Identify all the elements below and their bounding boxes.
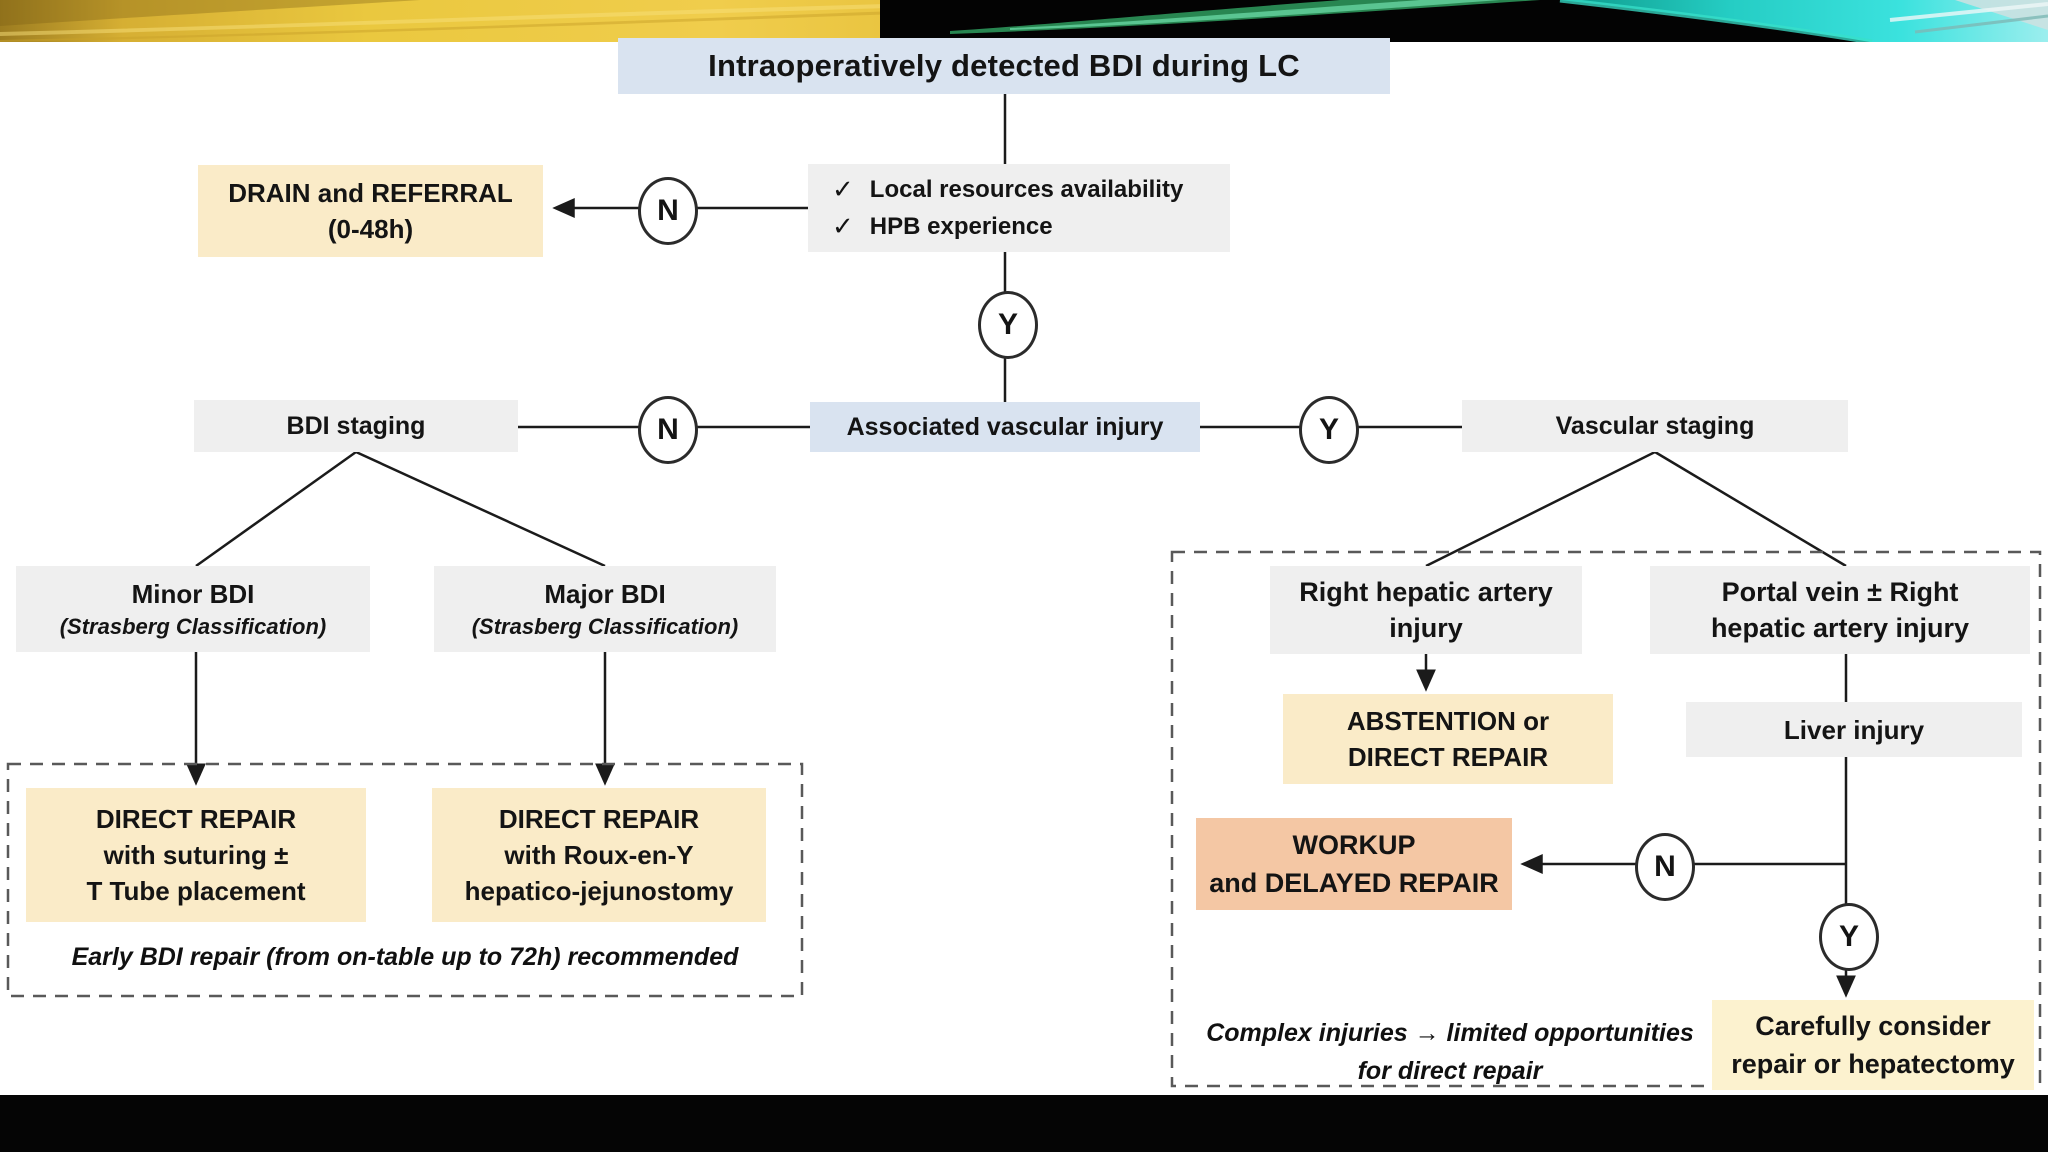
node-drain-referral: DRAIN and REFERRAL (0-48h) bbox=[198, 165, 543, 257]
decision-letter: Y bbox=[1838, 920, 1859, 953]
node-bdi-staging: BDI staging bbox=[194, 400, 518, 452]
node-minor-bdi: Minor BDI (Strasberg Classification) bbox=[16, 566, 370, 652]
decision-circle-no-workup: N bbox=[1635, 833, 1695, 901]
node-portal-vein-injury: Portal vein ± Right hepatic artery injur… bbox=[1650, 566, 2030, 654]
workup-line1: WORKUP bbox=[1292, 830, 1416, 860]
node-workup-delayed-repair: WORKUP and DELAYED REPAIR bbox=[1196, 818, 1512, 910]
rha-injury-line1: Right hepatic artery bbox=[1299, 577, 1553, 607]
abstention-line1: ABSTENTION or bbox=[1346, 706, 1550, 736]
complex-note-line2: for direct repair bbox=[1357, 1057, 1543, 1085]
checklist-row: ✓ Local resources availability bbox=[832, 171, 1183, 208]
decision-letter: N bbox=[657, 194, 679, 227]
decision-circle-no-bdi-staging: N bbox=[638, 396, 698, 464]
node-carefully-consider: Carefully consider repair or hepatectomy bbox=[1712, 1000, 2034, 1090]
bottom-bar-decoration bbox=[0, 1095, 2048, 1152]
decision-circle-no-referral: N bbox=[638, 177, 698, 245]
rha-injury-line2: injury bbox=[1389, 613, 1463, 643]
abstention-line2: DIRECT REPAIR bbox=[1347, 742, 1549, 772]
node-major-bdi: Major BDI (Strasberg Classification) bbox=[434, 566, 776, 652]
decision-circle-yes-repair: Y bbox=[1819, 903, 1879, 971]
check-icon: ✓ bbox=[832, 174, 854, 204]
carefully-consider-line2: repair or hepatectomy bbox=[1731, 1049, 2015, 1079]
node-liver-injury: Liver injury bbox=[1686, 702, 2022, 757]
check-icon: ✓ bbox=[832, 211, 854, 241]
direct-repair-suturing-line2: with suturing ± bbox=[103, 840, 289, 870]
node-abstention-direct-repair: ABSTENTION or DIRECT REPAIR bbox=[1283, 694, 1613, 784]
node-title: Intraoperatively detected BDI during LC bbox=[618, 38, 1390, 94]
title-text: Intraoperatively detected BDI during LC bbox=[708, 48, 1300, 83]
complex-injuries-note: Complex injuries → limited opportunities… bbox=[1200, 1014, 1700, 1090]
decision-circle-yes-vascular-staging: Y bbox=[1299, 396, 1359, 464]
workup-line2: and DELAYED REPAIR bbox=[1209, 868, 1499, 898]
minor-bdi-title: Minor BDI bbox=[131, 579, 255, 609]
direct-repair-suturing-line3: T Tube placement bbox=[86, 876, 306, 906]
complex-note-line1: Complex injuries → limited opportunities bbox=[1206, 1019, 1694, 1047]
node-direct-repair-rouxeny: DIRECT REPAIR with Roux-en-Y hepatico-je… bbox=[432, 788, 766, 922]
portal-vein-line2: hepatic artery injury bbox=[1710, 613, 1970, 643]
decision-letter: N bbox=[657, 413, 679, 446]
node-resources-checklist: ✓ Local resources availability ✓ HPB exp… bbox=[808, 164, 1230, 252]
decision-letter: Y bbox=[1318, 413, 1339, 446]
checklist-item-resources: Local resources availability bbox=[869, 176, 1184, 203]
decision-letter: Y bbox=[997, 308, 1018, 341]
direct-repair-rouxeny-line2: with Roux-en-Y bbox=[504, 840, 694, 870]
portal-vein-line1: Portal vein ± Right bbox=[1721, 577, 1959, 607]
decision-circle-yes-vascular: Y bbox=[978, 291, 1038, 359]
node-vascular-staging: Vascular staging bbox=[1462, 400, 1848, 452]
node-direct-repair-suturing: DIRECT REPAIR with suturing ± T Tube pla… bbox=[26, 788, 366, 922]
bdi-staging-label: BDI staging bbox=[286, 411, 426, 440]
direct-repair-rouxeny-line3: hepatico-jejunostomy bbox=[464, 876, 734, 906]
associated-vascular-injury-label: Associated vascular injury bbox=[846, 412, 1164, 441]
left-dashed-container bbox=[6, 762, 804, 998]
decision-letter: N bbox=[1654, 850, 1676, 883]
checklist-row: ✓ HPB experience bbox=[832, 208, 1053, 245]
vascular-staging-label: Vascular staging bbox=[1555, 411, 1755, 440]
direct-repair-rouxeny-line1: DIRECT REPAIR bbox=[498, 804, 700, 834]
node-associated-vascular-injury: Associated vascular injury bbox=[810, 402, 1200, 452]
drain-referral-line2: (0-48h) bbox=[327, 214, 414, 244]
right-dashed-container bbox=[1170, 550, 2042, 1088]
drain-referral-line1: DRAIN and REFERRAL bbox=[228, 178, 513, 208]
liver-injury-label: Liver injury bbox=[1783, 714, 1925, 745]
early-repair-note: Early BDI repair (from on-table up to 72… bbox=[71, 943, 739, 971]
carefully-consider-line1: Carefully consider bbox=[1755, 1011, 1991, 1041]
major-bdi-title: Major BDI bbox=[544, 579, 666, 609]
node-right-hepatic-artery-injury: Right hepatic artery injury bbox=[1270, 566, 1582, 654]
direct-repair-suturing-line1: DIRECT REPAIR bbox=[95, 804, 297, 834]
major-bdi-subtitle: (Strasberg Classification) bbox=[471, 614, 739, 639]
minor-bdi-subtitle: (Strasberg Classification) bbox=[59, 614, 327, 639]
top-banner-decoration bbox=[0, 0, 2048, 42]
checklist-item-hpb: HPB experience bbox=[869, 213, 1053, 240]
